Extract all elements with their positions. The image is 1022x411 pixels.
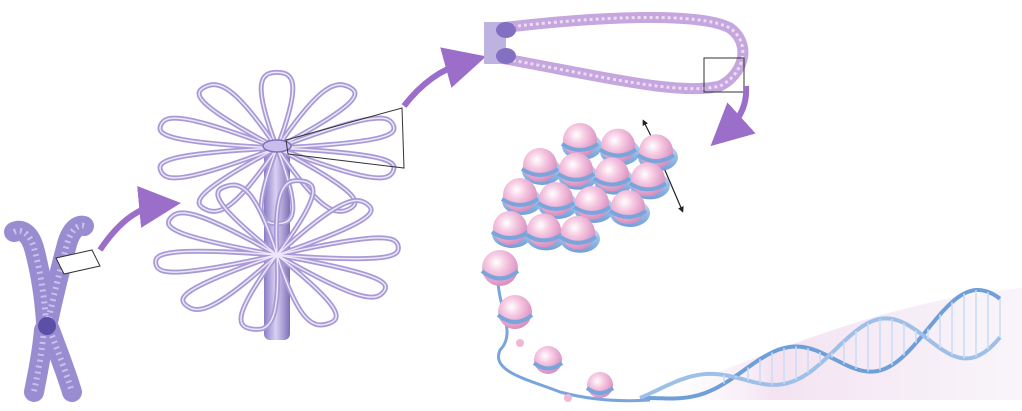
histone-bead xyxy=(516,339,524,347)
nucleosome xyxy=(526,213,566,250)
chromatin-fiber-loop xyxy=(484,17,744,92)
anchor-protein-bottom xyxy=(496,48,516,64)
arrow-to-solenoid xyxy=(726,86,746,132)
nucleosome xyxy=(587,372,613,398)
centromere xyxy=(38,317,56,335)
loop-rosette xyxy=(156,72,404,340)
nucleosome xyxy=(498,295,532,329)
dna-double-helix xyxy=(640,288,1022,400)
linker-dna xyxy=(498,260,650,401)
nucleosome-solenoid xyxy=(482,123,678,402)
metaphase-chromosome xyxy=(14,226,100,392)
nucleosome xyxy=(522,148,562,185)
arrow-to-rosette xyxy=(100,205,160,250)
histone-bead xyxy=(564,394,572,402)
arrow-to-fiber-loop xyxy=(404,62,466,106)
nucleosome xyxy=(492,211,532,248)
nucleosome xyxy=(482,250,518,286)
chromatin-loop xyxy=(261,72,293,148)
nucleosome xyxy=(534,346,562,374)
anchor-protein-top xyxy=(496,22,516,38)
